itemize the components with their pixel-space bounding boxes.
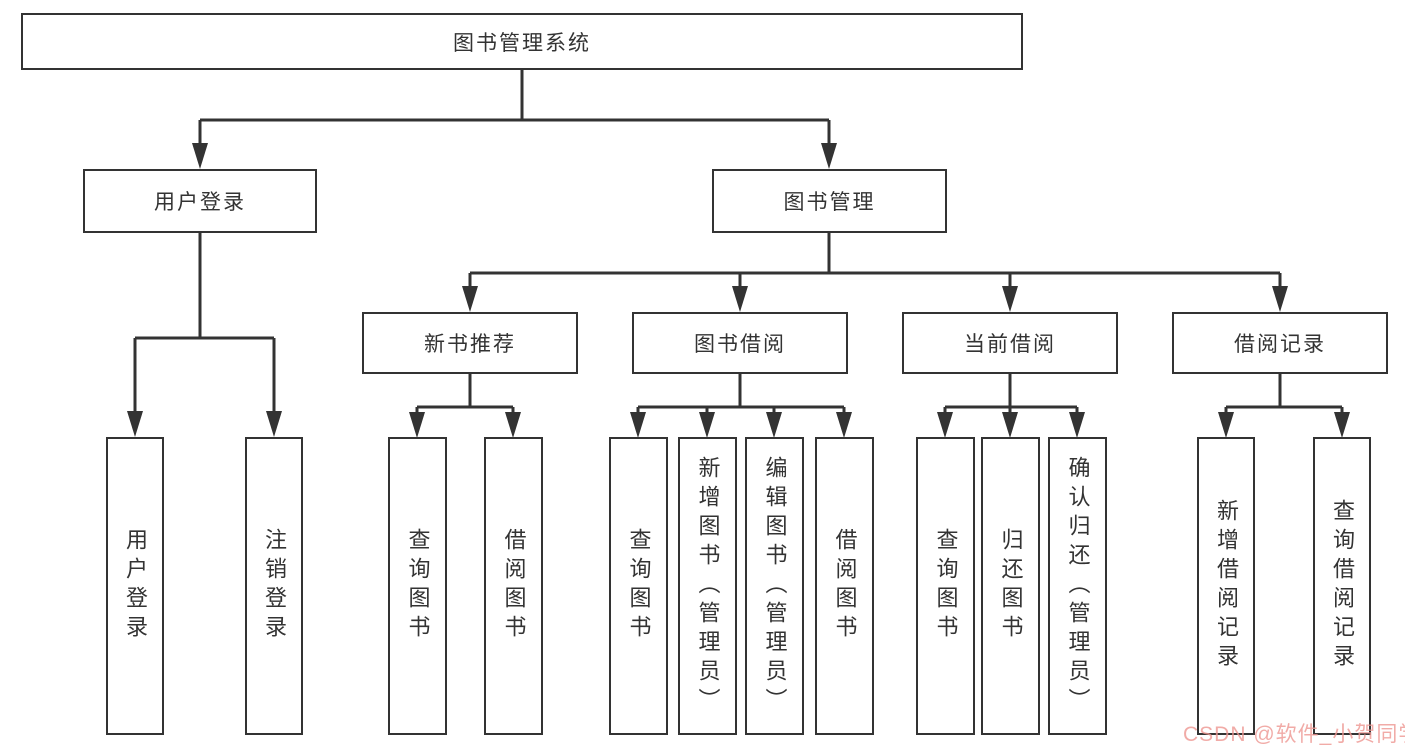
leaf-add-book-admin: 新增图书（管理员）	[678, 437, 737, 735]
leaf-return-book: 归还图书	[981, 437, 1040, 735]
leaf-borrow-books-borrowing: 借阅图书	[815, 437, 874, 735]
node-label: 当前借阅	[964, 333, 1056, 356]
csdn-watermark: CSDN @软件_小贺同学	[1183, 723, 1405, 746]
leaf-confirm-return-admin: 确认归还（管理员）	[1048, 437, 1107, 735]
node-label: 图书借阅	[694, 333, 786, 356]
leaf-borrow-books-recommend: 借阅图书	[484, 437, 543, 735]
leaf-query-books-borrowing: 查询图书	[609, 437, 668, 735]
leaf-edit-book-admin: 编辑图书（管理员）	[745, 437, 804, 735]
node-label: 用户登录	[154, 191, 246, 214]
node-library-management-system: 图书管理系统	[21, 13, 1023, 70]
node-book-borrowing: 图书借阅	[632, 312, 848, 374]
leaf-label: 确认归还（管理员）	[1065, 455, 1091, 717]
leaf-label: 查询图书	[933, 528, 959, 644]
leaf-label: 新增图书（管理员）	[695, 455, 721, 717]
leaf-label: 注销登录	[262, 528, 287, 644]
leaf-label: 新增借阅记录	[1214, 499, 1239, 673]
leaf-logout: 注销登录	[245, 437, 303, 735]
leaf-label: 编辑图书（管理员）	[762, 455, 788, 717]
node-new-book-recommend: 新书推荐	[362, 312, 578, 374]
leaf-query-books-recommend: 查询图书	[388, 437, 447, 735]
leaf-query-books-current: 查询图书	[916, 437, 975, 735]
leaf-add-borrow-record: 新增借阅记录	[1197, 437, 1255, 735]
leaf-query-borrow-record: 查询借阅记录	[1313, 437, 1371, 735]
node-label: 图书管理系统	[453, 31, 591, 55]
leaf-label: 借阅图书	[832, 528, 858, 644]
node-book-management: 图书管理	[712, 169, 947, 233]
node-current-borrowing: 当前借阅	[902, 312, 1118, 374]
node-label: 图书管理	[783, 191, 876, 214]
leaf-label: 借阅图书	[501, 528, 527, 644]
leaf-label: 查询图书	[626, 528, 652, 644]
leaf-label: 归还图书	[998, 528, 1024, 644]
node-borrowing-records: 借阅记录	[1172, 312, 1388, 374]
node-user-login: 用户登录	[83, 169, 317, 233]
node-label: 借阅记录	[1234, 333, 1326, 356]
leaf-user-login: 用户登录	[106, 437, 164, 735]
node-label: 新书推荐	[424, 333, 516, 356]
leaf-label: 查询图书	[405, 528, 431, 644]
leaf-label: 用户登录	[123, 528, 148, 644]
leaf-label: 查询借阅记录	[1330, 499, 1355, 673]
